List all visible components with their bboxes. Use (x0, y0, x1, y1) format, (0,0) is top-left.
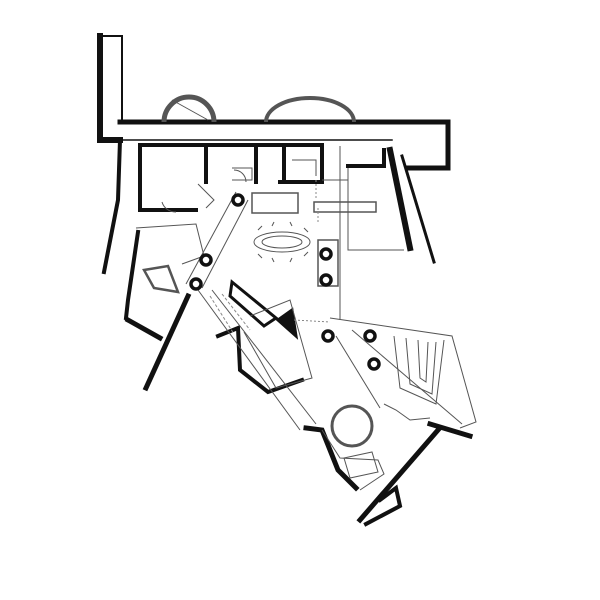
upper-rooms-wall (138, 143, 324, 212)
diagonal-spine-right (201, 199, 249, 289)
south-room-fixture (343, 451, 379, 479)
structural-columns (189, 193, 381, 371)
south-room-outline (321, 429, 385, 491)
west-wall-upper (101, 137, 123, 275)
west-wall-southwest (124, 316, 164, 342)
dining-table (253, 231, 311, 253)
door-swing-3 (233, 169, 247, 183)
diagonal-spine-lower-right (211, 289, 317, 425)
door-swing-1 (197, 183, 215, 209)
east-diagonal-wall-2 (400, 154, 436, 264)
kitchen-counter-2 (313, 201, 377, 213)
exterior-walls (97, 33, 474, 527)
south-round-room (330, 404, 374, 448)
diagonal-spine-left (185, 191, 237, 285)
gallery-edge-1 (335, 335, 381, 409)
door-swing-2 (161, 201, 177, 213)
kitchen-counter-1 (251, 192, 299, 214)
central-room-outline (243, 299, 313, 389)
column-1 (231, 193, 245, 207)
north-bay-semicircle-small (161, 94, 217, 123)
upper-room-fixture-1 (232, 167, 253, 181)
column-8 (367, 357, 381, 371)
corridor-hatch-2 (293, 319, 331, 323)
southwest-diagonal-wall (142, 292, 192, 392)
column-4 (319, 247, 333, 261)
west-wall-lower (123, 229, 141, 321)
central-angled-wall (228, 279, 279, 328)
thin-lines (135, 94, 477, 491)
east-corridor-2 (347, 168, 404, 251)
column-5 (319, 273, 333, 287)
column-7 (363, 329, 377, 343)
column-6 (321, 329, 335, 343)
north-bay-semicircle-large (264, 96, 356, 123)
central-wedge (275, 307, 299, 340)
upper-room-fixture-2 (292, 159, 317, 176)
west-room-furniture (142, 264, 180, 294)
gallery-inner-stairs-2 (405, 337, 437, 395)
gallery-outer (329, 317, 477, 429)
corridor-hatch-1 (315, 180, 319, 224)
east-diagonal-wall-1 (386, 146, 414, 252)
gallery-stepped-line (383, 403, 431, 421)
dining-chairs (257, 221, 309, 263)
west-room-outline (135, 223, 205, 265)
gallery-edge-2 (351, 329, 463, 425)
dining-table-inner (261, 235, 303, 249)
gallery-inner-stairs-3 (417, 339, 429, 383)
gallery-inner-stairs-1 (393, 335, 445, 405)
corridor-hatch-3 (209, 293, 251, 335)
south-bottom-wall (303, 425, 360, 492)
east-room-wall (346, 148, 386, 168)
northwest-tall-wall-return (99, 35, 123, 121)
south-tip-wall (363, 484, 403, 527)
north-wall (117, 119, 451, 171)
column-2 (199, 253, 213, 267)
northwest-tall-wall (97, 33, 123, 143)
north-bay-diagonal (171, 99, 209, 121)
diagonal-spine-lower-left (197, 289, 301, 431)
southeast-wall (426, 420, 474, 440)
column-3 (189, 277, 203, 291)
southeast-east-wall (356, 426, 442, 524)
